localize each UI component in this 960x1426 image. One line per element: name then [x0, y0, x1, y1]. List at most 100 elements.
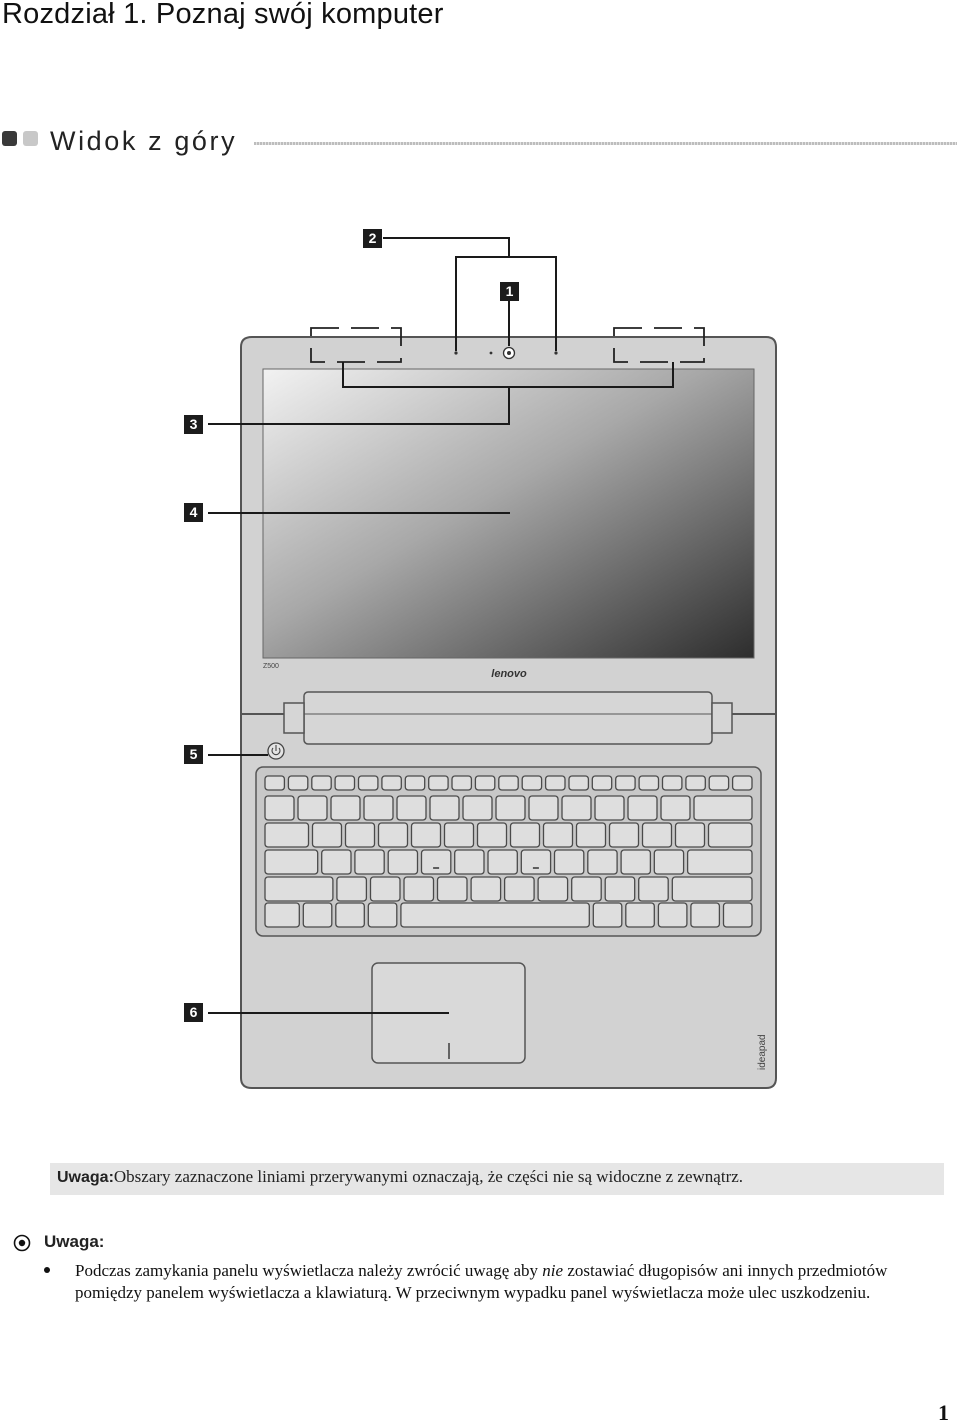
note-box-label: Uwaga:: [57, 1169, 114, 1186]
keyboard-key: [638, 775, 660, 791]
keyboard-key: [357, 775, 379, 791]
keyboard-key: [592, 902, 623, 928]
keyboard-key: [690, 902, 721, 928]
leader-line-2: [383, 237, 510, 257]
keyboard-key: [420, 849, 452, 875]
keyboard-key: [660, 795, 691, 821]
ideapad-logo: ideapad: [757, 1034, 768, 1070]
keyboard-key: [428, 775, 449, 791]
keyboard-key: [693, 795, 753, 821]
keyboard-key: [722, 902, 753, 928]
keyboard-key: [620, 849, 652, 875]
keyboard-key: [674, 822, 706, 848]
keyboard-key: [708, 775, 730, 791]
keyboard-key: [509, 822, 541, 848]
keyboard-key: [661, 775, 683, 791]
callout-2: 2: [363, 229, 382, 248]
keyboard-key: [297, 795, 328, 821]
callout-4: 4: [184, 503, 203, 522]
keyboard-keys: [264, 775, 753, 928]
keyboard-key: [443, 822, 475, 848]
note-text-emphasis: nie: [542, 1261, 564, 1280]
keyboard-key: [604, 876, 636, 902]
keyboard-key: [503, 876, 535, 902]
keyboard-key: [528, 795, 559, 821]
keyboard-key: [627, 795, 658, 821]
keyboard-key: [731, 775, 753, 791]
keyboard-key: [615, 775, 636, 791]
keyboard-key: [369, 876, 401, 902]
keyboard-key: [403, 876, 435, 902]
keyboard-key: [454, 849, 485, 875]
keyboard-key: [311, 775, 332, 791]
callout-6: 6: [184, 1003, 203, 1022]
keyboard-key: [591, 775, 613, 791]
keyboard-key: [487, 849, 518, 875]
keyboard-key: [311, 822, 343, 848]
section-marker-light: [23, 131, 38, 146]
laptop-top-view-figure: Z500 lenovo ideapad: [208, 237, 777, 1089]
hidden-parts-note: Uwaga:Obszary zaznaczone liniami przeryw…: [50, 1163, 944, 1195]
keyboard-key: [264, 849, 319, 875]
bullet-dot: [44, 1267, 50, 1273]
keyboard-key: [568, 775, 590, 791]
keyboard-key: [474, 775, 496, 791]
keyboard-key: [344, 822, 376, 848]
note-box-text: Obszary zaznaczone liniami przerywanymi …: [113, 1167, 744, 1186]
keyboard-key: [561, 795, 592, 821]
target-icon: [13, 1234, 31, 1252]
keyboard-key: [302, 902, 333, 928]
hinge-cover: [303, 691, 713, 745]
keyboard-key: [335, 902, 365, 928]
keyboard-key: [587, 849, 618, 875]
callout-5: 5: [184, 745, 203, 764]
keyboard-key: [387, 849, 419, 875]
keyboard-key: [377, 822, 409, 848]
keyboard-key: [608, 822, 640, 848]
keyboard-key: [334, 775, 356, 791]
keyboard-key: [671, 876, 753, 902]
keyboard-key: [686, 849, 753, 875]
keyboard-key: [363, 795, 394, 821]
keyboard-key: [571, 876, 602, 902]
model-label: Z500: [263, 663, 279, 670]
keyboard-key: [436, 876, 468, 902]
microphone-dot-right: [554, 351, 558, 355]
keyboard-key: [625, 902, 655, 928]
chapter-title: Rozdział 1. Poznaj swój komputer: [2, 0, 444, 30]
section-divider: [254, 142, 957, 145]
keyboard-key: [451, 775, 473, 791]
section-title: Widok z góry: [50, 126, 238, 156]
note-text-after: zostawiać długopisów ani innych przedmio…: [75, 1261, 888, 1302]
leader-line-3: [208, 387, 510, 425]
keyboard-key: [264, 775, 286, 791]
keyboard-key: [594, 795, 625, 821]
keyboard-key: [537, 876, 569, 902]
keyboard-key: [653, 849, 685, 875]
keyboard-key: [354, 849, 385, 875]
note-body: Podczas zamykania panelu wyświetlacza na…: [75, 1260, 935, 1304]
hinge-right: [711, 702, 733, 734]
microphone-dot-left: [454, 351, 458, 355]
section-marker-dark: [2, 131, 17, 146]
keyboard-key: [330, 795, 361, 821]
keyboard-key: [685, 775, 706, 791]
keyboard-key: [410, 822, 442, 848]
note-text-before: Podczas zamykania panelu wyświetlacza na…: [75, 1261, 543, 1280]
keyboard-key: [264, 795, 295, 821]
keyboard-key: [521, 775, 543, 791]
lenovo-logo: lenovo: [491, 668, 527, 680]
keyboard-key: [429, 795, 460, 821]
keyboard-key: [542, 822, 574, 848]
keyboard-key: [498, 775, 519, 791]
keyboard-key: [381, 775, 402, 791]
keyboard-key: [470, 876, 502, 902]
keyboard-key: [553, 849, 585, 875]
keyboard-key: [336, 876, 368, 902]
keyboard-key: [287, 775, 309, 791]
keyboard-key: [321, 849, 352, 875]
keyboard-key: [638, 876, 669, 902]
keyboard-key: [396, 795, 427, 821]
note-label: Uwaga:: [44, 1232, 105, 1251]
keyboard-key: [264, 822, 310, 848]
